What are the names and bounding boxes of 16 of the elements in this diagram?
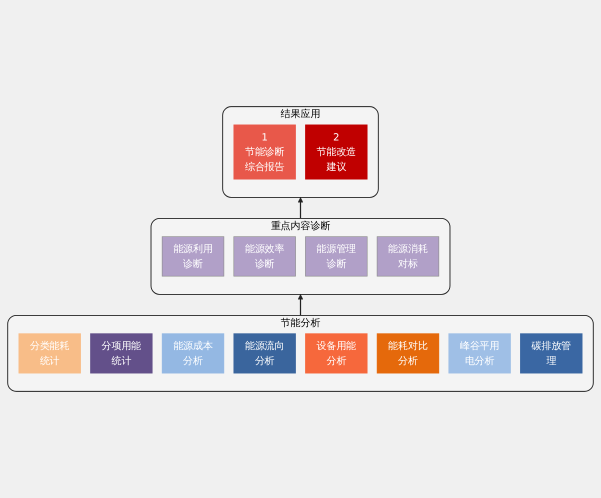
node-box: 设备用能分析 [305,333,368,374]
node-box: 1 节能诊断综合报告 [233,124,296,180]
node-box: 能源成本分析 [162,333,224,374]
node-box: 能源消耗对标 [376,236,440,276]
node-box: 能耗对比分析 [376,333,440,374]
arrow [298,294,304,316]
arrow [298,197,304,218]
node-box: 能源利用诊断 [162,236,224,276]
node-box: 能源流向分析 [233,333,296,374]
node-box: 分项用能统计 [90,333,153,374]
node-box: 能源效率诊断 [233,236,296,276]
node-box: 分类能耗统计 [18,333,81,374]
node-box: 2 节能改造建议 [305,124,368,180]
node-box: 峰谷平用电分析 [448,333,511,374]
node-box: 碳排放管理 [520,333,582,374]
node-box: 能源管理诊断 [305,236,368,276]
